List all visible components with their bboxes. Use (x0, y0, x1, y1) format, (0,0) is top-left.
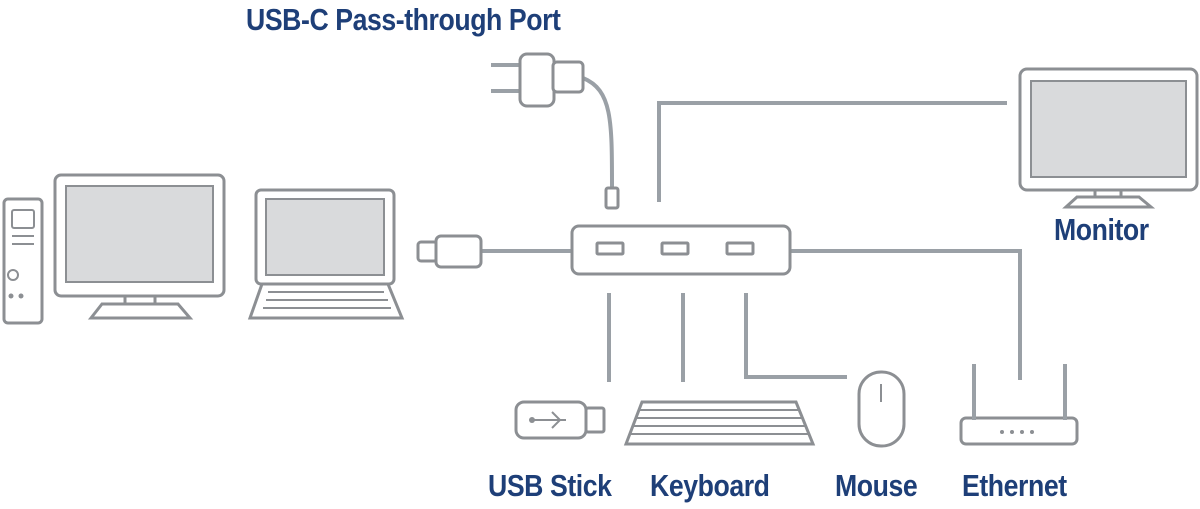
desktop-monitor-icon (53, 173, 226, 320)
power-adapter-icon (491, 52, 585, 108)
usb-c-plug-icon (416, 234, 483, 269)
usb-c-connector-icon (604, 186, 620, 210)
desktop-tower-icon (2, 197, 44, 325)
label-monitor: Monitor (1054, 212, 1149, 247)
monitor-icon (1018, 67, 1199, 209)
usb-hub-icon (570, 224, 792, 276)
line-charger-cable (580, 75, 615, 191)
label-passthrough-port: USB-C Pass-through Port (246, 2, 561, 37)
connector-lines (478, 75, 1022, 382)
router-icon (959, 364, 1079, 446)
usb-stick-icon (514, 400, 606, 440)
mouse-icon (857, 370, 906, 448)
line-hub-to-ethernet (788, 249, 1022, 380)
label-usb-stick: USB Stick (488, 468, 612, 503)
label-keyboard: Keyboard (650, 468, 770, 503)
label-ethernet: Ethernet (962, 468, 1067, 503)
keyboard-icon (623, 400, 816, 446)
line-hub-to-mouse (744, 293, 847, 379)
label-mouse: Mouse (835, 468, 918, 503)
line-hub-to-monitor (657, 101, 1007, 202)
laptop-icon (247, 188, 405, 320)
